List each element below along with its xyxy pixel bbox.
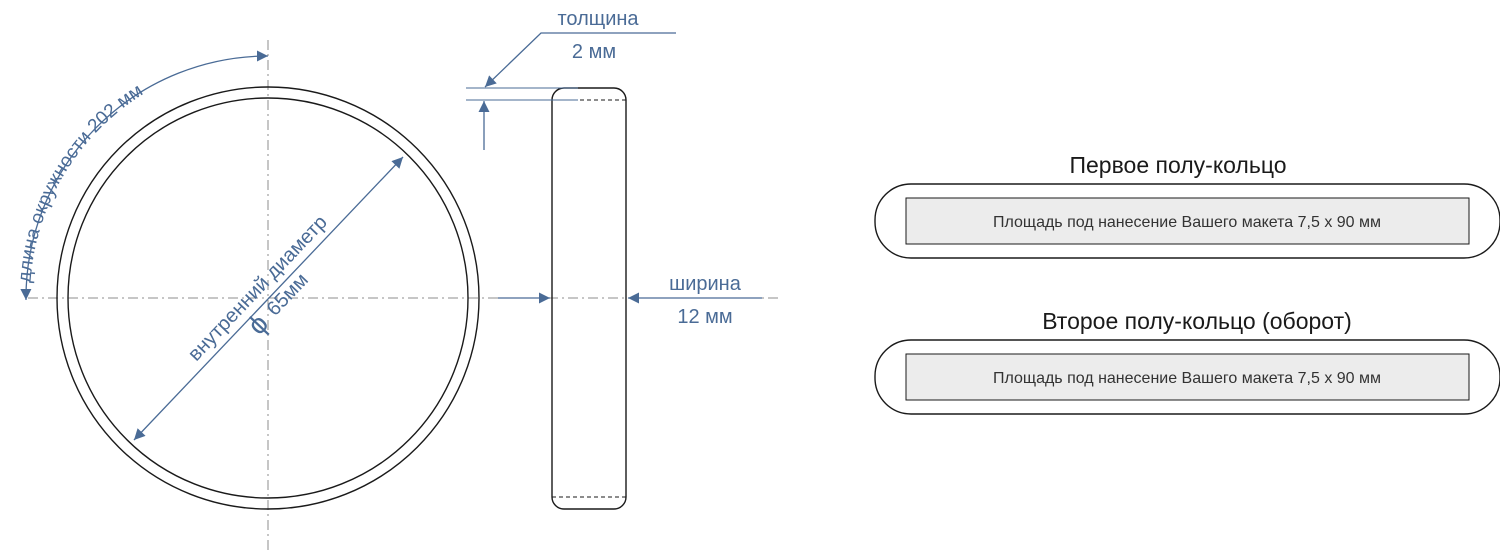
first-half-ring-title: Первое полу-кольцо [1069,152,1286,178]
ring-side-profile: толщина 2 мм ширина 12 мм [466,8,762,510]
second-half-ring-title: Второе полу-кольцо (оборот) [1042,308,1352,334]
second-print-area-text: Площадь под нанесение Вашего макета 7,5 … [993,370,1381,387]
profile-outline [551,87,627,510]
second-half-ring-outline [874,339,1500,415]
first-print-area-text: Площадь под нанесение Вашего макета 7,5 … [993,214,1381,231]
first-half-ring: Первое полу-кольцо Площадь под нанесение… [874,152,1500,259]
circumference-label: длина окружности 202 мм [14,80,146,283]
second-half-ring: Второе полу-кольцо (оборот) Площадь под … [874,308,1500,415]
ring-front-view: длина окружности 202 мм внутренний диаме… [14,40,780,550]
diameter-dimension-line [133,156,404,441]
first-half-ring-outline [874,183,1500,259]
inner-diameter-label: внутренний диаметр [184,211,332,365]
thickness-label: толщина [557,8,639,30]
width-value: 12 мм [677,306,732,328]
second-print-area [905,353,1470,401]
circumference-arc [20,50,269,301]
thickness-value: 2 мм [572,41,616,63]
thickness-leader-line [484,32,676,88]
width-label: ширина [669,273,742,295]
first-print-area [905,197,1470,245]
